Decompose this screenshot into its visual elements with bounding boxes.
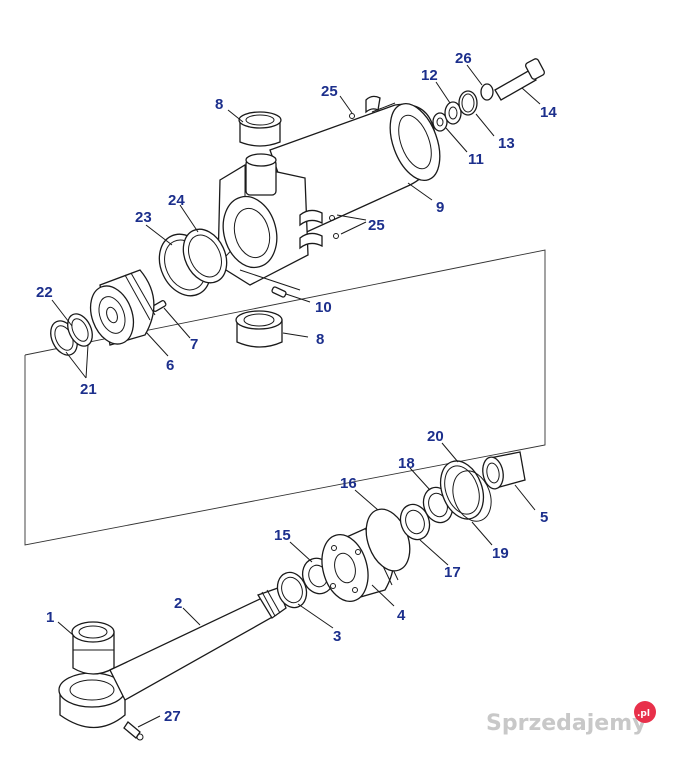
callout-25-side: 25 [368,217,385,234]
callout-22: 22 [36,284,53,301]
leader-lines [51,64,541,728]
washer-11-part [432,112,448,132]
bushing-5-part [482,451,526,490]
bushing-bottom-part [235,310,283,348]
callout-14: 14 [540,104,557,121]
watermark-badge-icon [634,701,656,723]
callout-26: 26 [455,50,472,67]
callout-24: 24 [168,192,185,209]
seal-ring-24-part [182,228,228,284]
callout-16: 16 [340,475,357,492]
piston-6-part [89,269,156,346]
pin-10-part [271,286,287,298]
callout-19: 19 [492,545,509,562]
callout-3: 3 [333,628,341,645]
ring-3-part [276,571,308,609]
seal-20-part [439,460,485,520]
callout-27: 27 [164,708,181,725]
fitting-25-top-part [349,113,355,119]
fitting-25-side-part [329,215,339,239]
ring-26-part [480,83,494,101]
callout-8-top: 8 [215,96,223,113]
callout-6: 6 [166,357,174,374]
callout-18: 18 [398,455,415,472]
watermark-text: Sprzedajemy [486,711,647,736]
piston-rod-2-part [109,587,287,701]
callout-12: 12 [421,67,438,84]
grease-nipple-27-part [123,721,144,741]
callout-9: 9 [436,199,444,216]
ring-12-part [444,101,462,125]
callout-20: 20 [427,428,444,445]
callout-23: 23 [135,209,152,226]
rod-end-1-part [58,621,126,728]
ring-13-part [458,90,478,116]
callout-2: 2 [174,595,182,612]
callout-labels: 1 2 3 4 5 6 7 8 8 9 10 11 12 13 14 15 16… [36,50,557,725]
callout-15: 15 [274,527,291,544]
callout-8-bottom: 8 [316,331,324,348]
assembly-boundary [24,249,546,546]
callout-25-top: 25 [321,83,338,100]
callout-13: 13 [498,135,515,152]
bushing-top-part [238,111,282,147]
ring-22-part [67,313,93,347]
cylinder-tube-part [269,102,441,236]
ring-19-part [452,470,492,522]
callout-17: 17 [444,564,461,581]
callout-21: 21 [80,381,97,398]
callout-7: 7 [190,336,198,353]
sprzedajemy-watermark: Sprzedajemy .pl [486,701,656,736]
callout-11: 11 [468,151,484,168]
callout-5: 5 [540,509,548,526]
watermark-badge-text: .pl [637,709,650,719]
callout-10: 10 [315,299,332,316]
callout-1: 1 [46,609,54,626]
bolt-14-part [494,58,545,101]
callout-4: 4 [397,607,406,624]
ring-17-part [399,503,431,541]
